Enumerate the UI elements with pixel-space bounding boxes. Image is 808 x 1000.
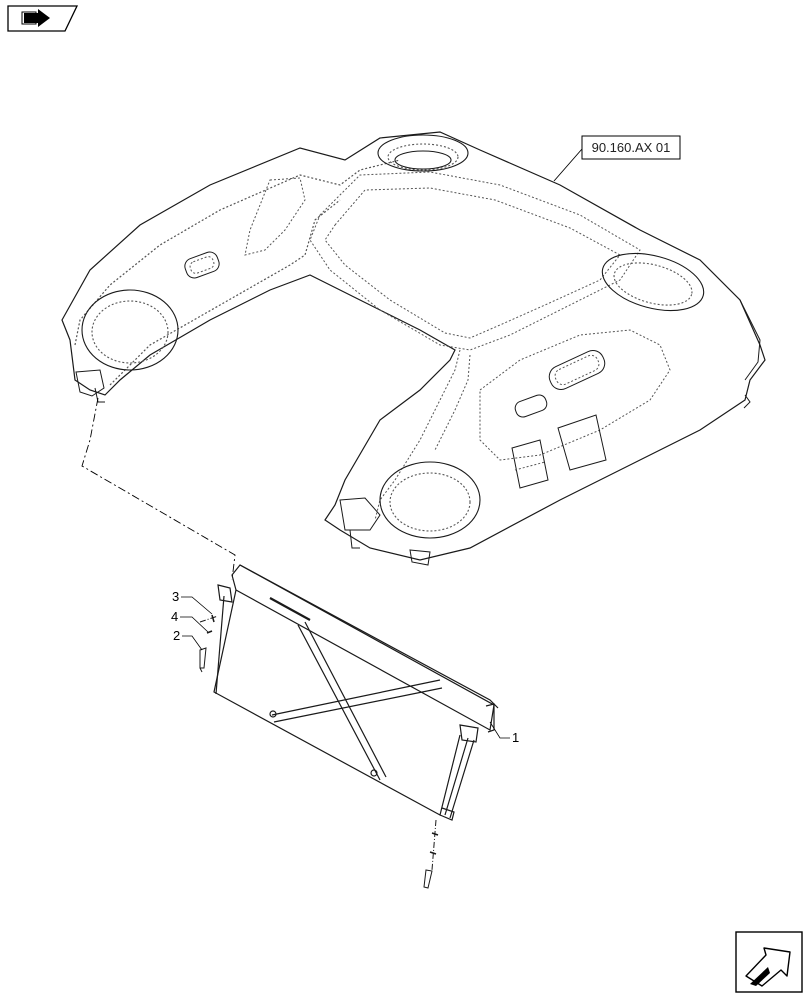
mounting-tabs <box>75 299 761 566</box>
callout-2[interactable]: 2 <box>173 628 203 651</box>
svg-text:2: 2 <box>173 628 180 643</box>
svg-text:1: 1 <box>512 730 519 745</box>
left-lamp <box>184 177 306 279</box>
callout-3[interactable]: 3 <box>172 589 213 615</box>
hardware-stack-right <box>423 819 439 889</box>
frame-part <box>213 564 499 821</box>
right-console <box>479 329 671 489</box>
center-recess <box>309 171 641 521</box>
callout-4[interactable]: 4 <box>171 609 209 633</box>
hardware-stack-left <box>199 614 219 673</box>
reference-callout[interactable]: 90.160.AX 01 <box>553 135 681 182</box>
reference-label: 90.160.AX 01 <box>592 140 671 155</box>
dome-light-oval <box>377 134 469 172</box>
left-speaker <box>81 289 179 371</box>
next-page-arrow-icon[interactable] <box>735 931 803 993</box>
assembly-line <box>81 397 236 581</box>
front-speaker <box>379 461 481 539</box>
headliner-panel <box>61 131 766 561</box>
book-arrow-icon[interactable] <box>7 5 79 32</box>
callout-1[interactable]: 1 <box>489 721 519 745</box>
svg-text:4: 4 <box>171 609 178 624</box>
right-speaker <box>601 252 705 312</box>
svg-text:3: 3 <box>172 589 179 604</box>
